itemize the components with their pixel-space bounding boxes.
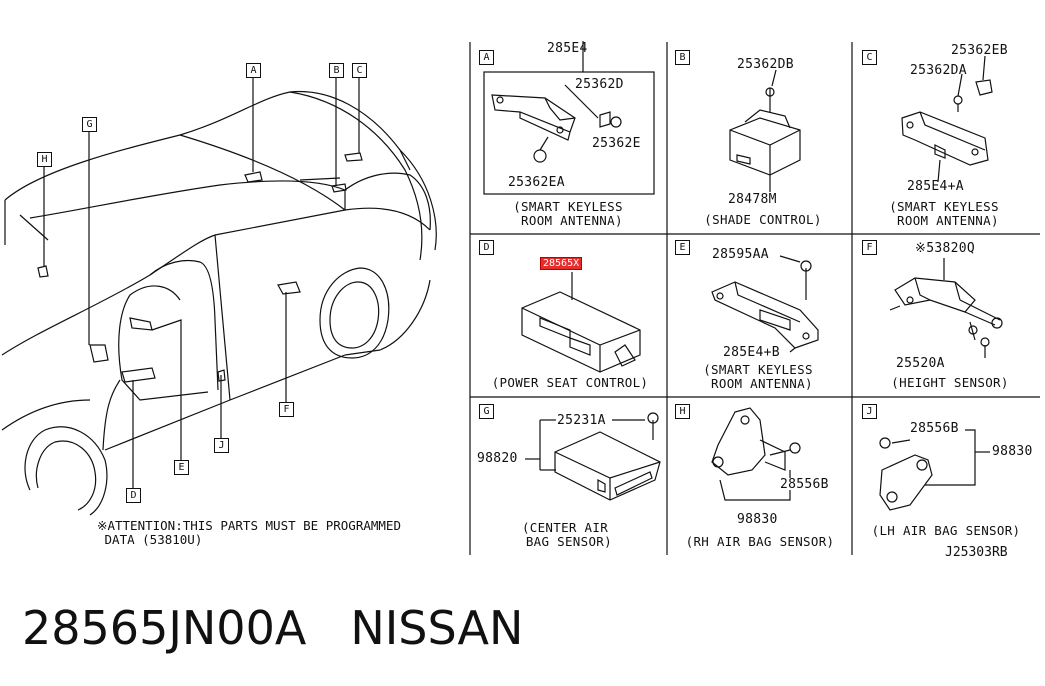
- callout-tag-g: G: [82, 117, 97, 132]
- caption-panel-g: (CENTER AIR BAG SENSOR): [521, 520, 612, 549]
- part-number-title: 28565JN00A: [22, 601, 307, 655]
- part-number-25362eb: 25362EB: [951, 43, 1008, 58]
- part-number-285e4-b: 285E4+B: [723, 345, 780, 360]
- panel-letter-f: F: [862, 240, 877, 255]
- callout-tag-j: J: [214, 438, 229, 453]
- callout-tag-b: B: [329, 63, 344, 78]
- caption-panel-j: (LH AIR BAG SENSOR): [871, 523, 1021, 538]
- part-drawing-f: [889, 258, 1003, 358]
- parts-diagram: [1, 41, 1040, 555]
- car-illustration: [1, 77, 437, 516]
- part-number-25362db: 25362DB: [737, 57, 794, 72]
- callout-tag-c: C: [352, 63, 367, 78]
- callout-tag-e: E: [174, 460, 189, 475]
- panel-letter-j: J: [862, 404, 877, 419]
- part-drawing-g: [525, 412, 661, 501]
- part-number-28556b-rh: 28556B: [780, 477, 829, 492]
- panel-letter-g: G: [479, 404, 494, 419]
- part-number-28595aa: 28595AA: [712, 247, 769, 262]
- panel-grid: [469, 42, 1040, 555]
- part-number-98830-rh: 98830: [737, 512, 778, 527]
- part-drawing-c: [901, 55, 993, 183]
- caption-panel-e: (SMART KEYLESS ROOM ANTENNA): [703, 362, 813, 391]
- part-drawing-a: [491, 41, 622, 163]
- callout-tag-a: A: [246, 63, 261, 78]
- part-number-25520a: 25520A: [896, 356, 945, 371]
- panel-letter-a: A: [479, 50, 494, 65]
- panel-letter-c: C: [862, 50, 877, 65]
- caption-panel-d: (POWER SEAT CONTROL): [491, 375, 649, 390]
- product-line: 28565JN00A NISSAN: [22, 600, 523, 656]
- part-number-28565x-highlight: 28565X: [539, 257, 583, 270]
- panel-letter-b: B: [675, 50, 690, 65]
- part-drawing-b: [729, 69, 801, 192]
- caption-panel-f: (HEIGHT SENSOR): [891, 375, 1009, 390]
- part-number-98830-lh: 98830: [992, 444, 1033, 459]
- part-number-25362da: 25362DA: [910, 63, 967, 78]
- part-drawing-j: [879, 429, 990, 511]
- part-number-25362e: 25362E: [592, 136, 641, 151]
- part-number-98820: 98820: [477, 451, 518, 466]
- part-number-28478m: 28478M: [728, 192, 777, 207]
- part-number-285e4-a: 285E4+A: [907, 179, 964, 194]
- callout-tag-f: F: [279, 402, 294, 417]
- panel-letter-e: E: [675, 240, 690, 255]
- part-number-25362d: 25362D: [575, 77, 624, 92]
- caption-panel-h: (RH AIR BAG SENSOR): [685, 534, 835, 549]
- caption-panel-b: (SHADE CONTROL): [704, 212, 822, 227]
- caption-panel-a: (SMART KEYLESS ROOM ANTENNA): [513, 199, 623, 228]
- part-number-285e4: 285E4: [547, 41, 588, 56]
- panel-letter-h: H: [675, 404, 690, 419]
- caption-panel-c: (SMART KEYLESS ROOM ANTENNA): [889, 199, 999, 228]
- part-number-25362ea: 25362EA: [508, 175, 565, 190]
- brand-name: NISSAN: [350, 601, 524, 655]
- attention-note: ※ATTENTION:THIS PARTS MUST BE PROGRAMMED…: [97, 518, 401, 547]
- panel-letter-d: D: [479, 240, 494, 255]
- part-number-53820q: ※53820Q: [915, 241, 975, 256]
- part-number-28556b-lh: 28556B: [910, 421, 959, 436]
- part-number-25231a: 25231A: [557, 413, 606, 428]
- part-drawing-e: [711, 255, 819, 353]
- part-drawing-h: [711, 407, 801, 501]
- part-drawing-d: [521, 272, 641, 373]
- diagram-code: J25303RB: [945, 545, 1008, 560]
- callout-tag-d: D: [126, 488, 141, 503]
- callout-tag-h: H: [37, 152, 52, 167]
